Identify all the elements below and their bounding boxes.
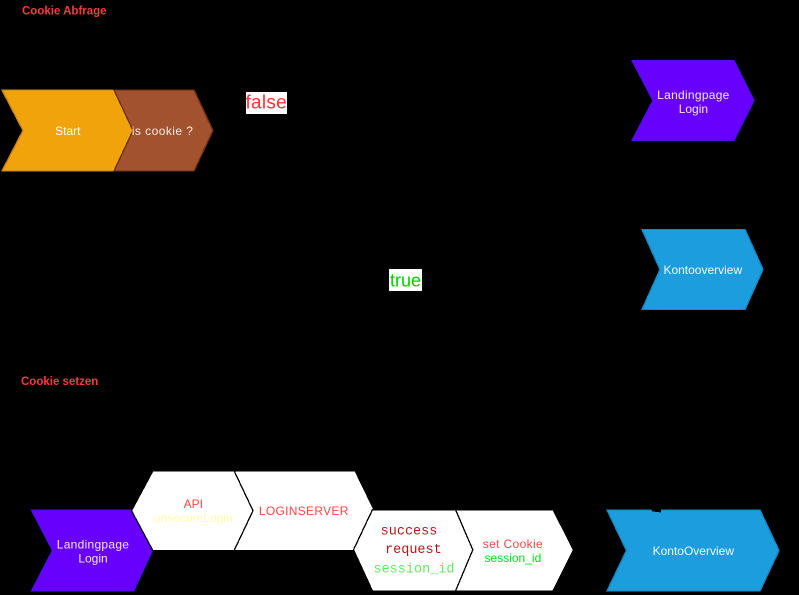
svg-text:success: success — [381, 525, 438, 540]
svg-text:Login: Login — [78, 551, 107, 565]
svg-text:API: API — [184, 497, 203, 511]
svg-text:LOGINSERVER: LOGINSERVER — [259, 504, 349, 518]
svg-text:unsecureLogin: unsecureLogin — [154, 511, 233, 525]
svg-text:set Cookie: set Cookie — [483, 537, 543, 551]
svg-text:KontoOverview: KontoOverview — [653, 544, 735, 558]
svg-text:Kontooverview: Kontooverview — [663, 263, 742, 277]
svg-text:Cookie setzen: Cookie setzen — [21, 376, 98, 388]
svg-text:request: request — [385, 543, 442, 558]
svg-text:session_id: session_id — [485, 551, 542, 565]
svg-text:session_id: session_id — [373, 563, 454, 578]
svg-text:Landingpage: Landingpage — [657, 88, 730, 102]
svg-text:is cookie ?: is cookie ? — [132, 124, 194, 138]
svg-text:false: false — [246, 92, 287, 113]
svg-text:true: true — [390, 271, 421, 291]
svg-text:Landingpage: Landingpage — [57, 537, 130, 551]
svg-text:Cookie Abfrage: Cookie Abfrage — [22, 6, 107, 18]
svg-text:Start: Start — [55, 124, 81, 138]
svg-text:Login: Login — [679, 102, 708, 116]
